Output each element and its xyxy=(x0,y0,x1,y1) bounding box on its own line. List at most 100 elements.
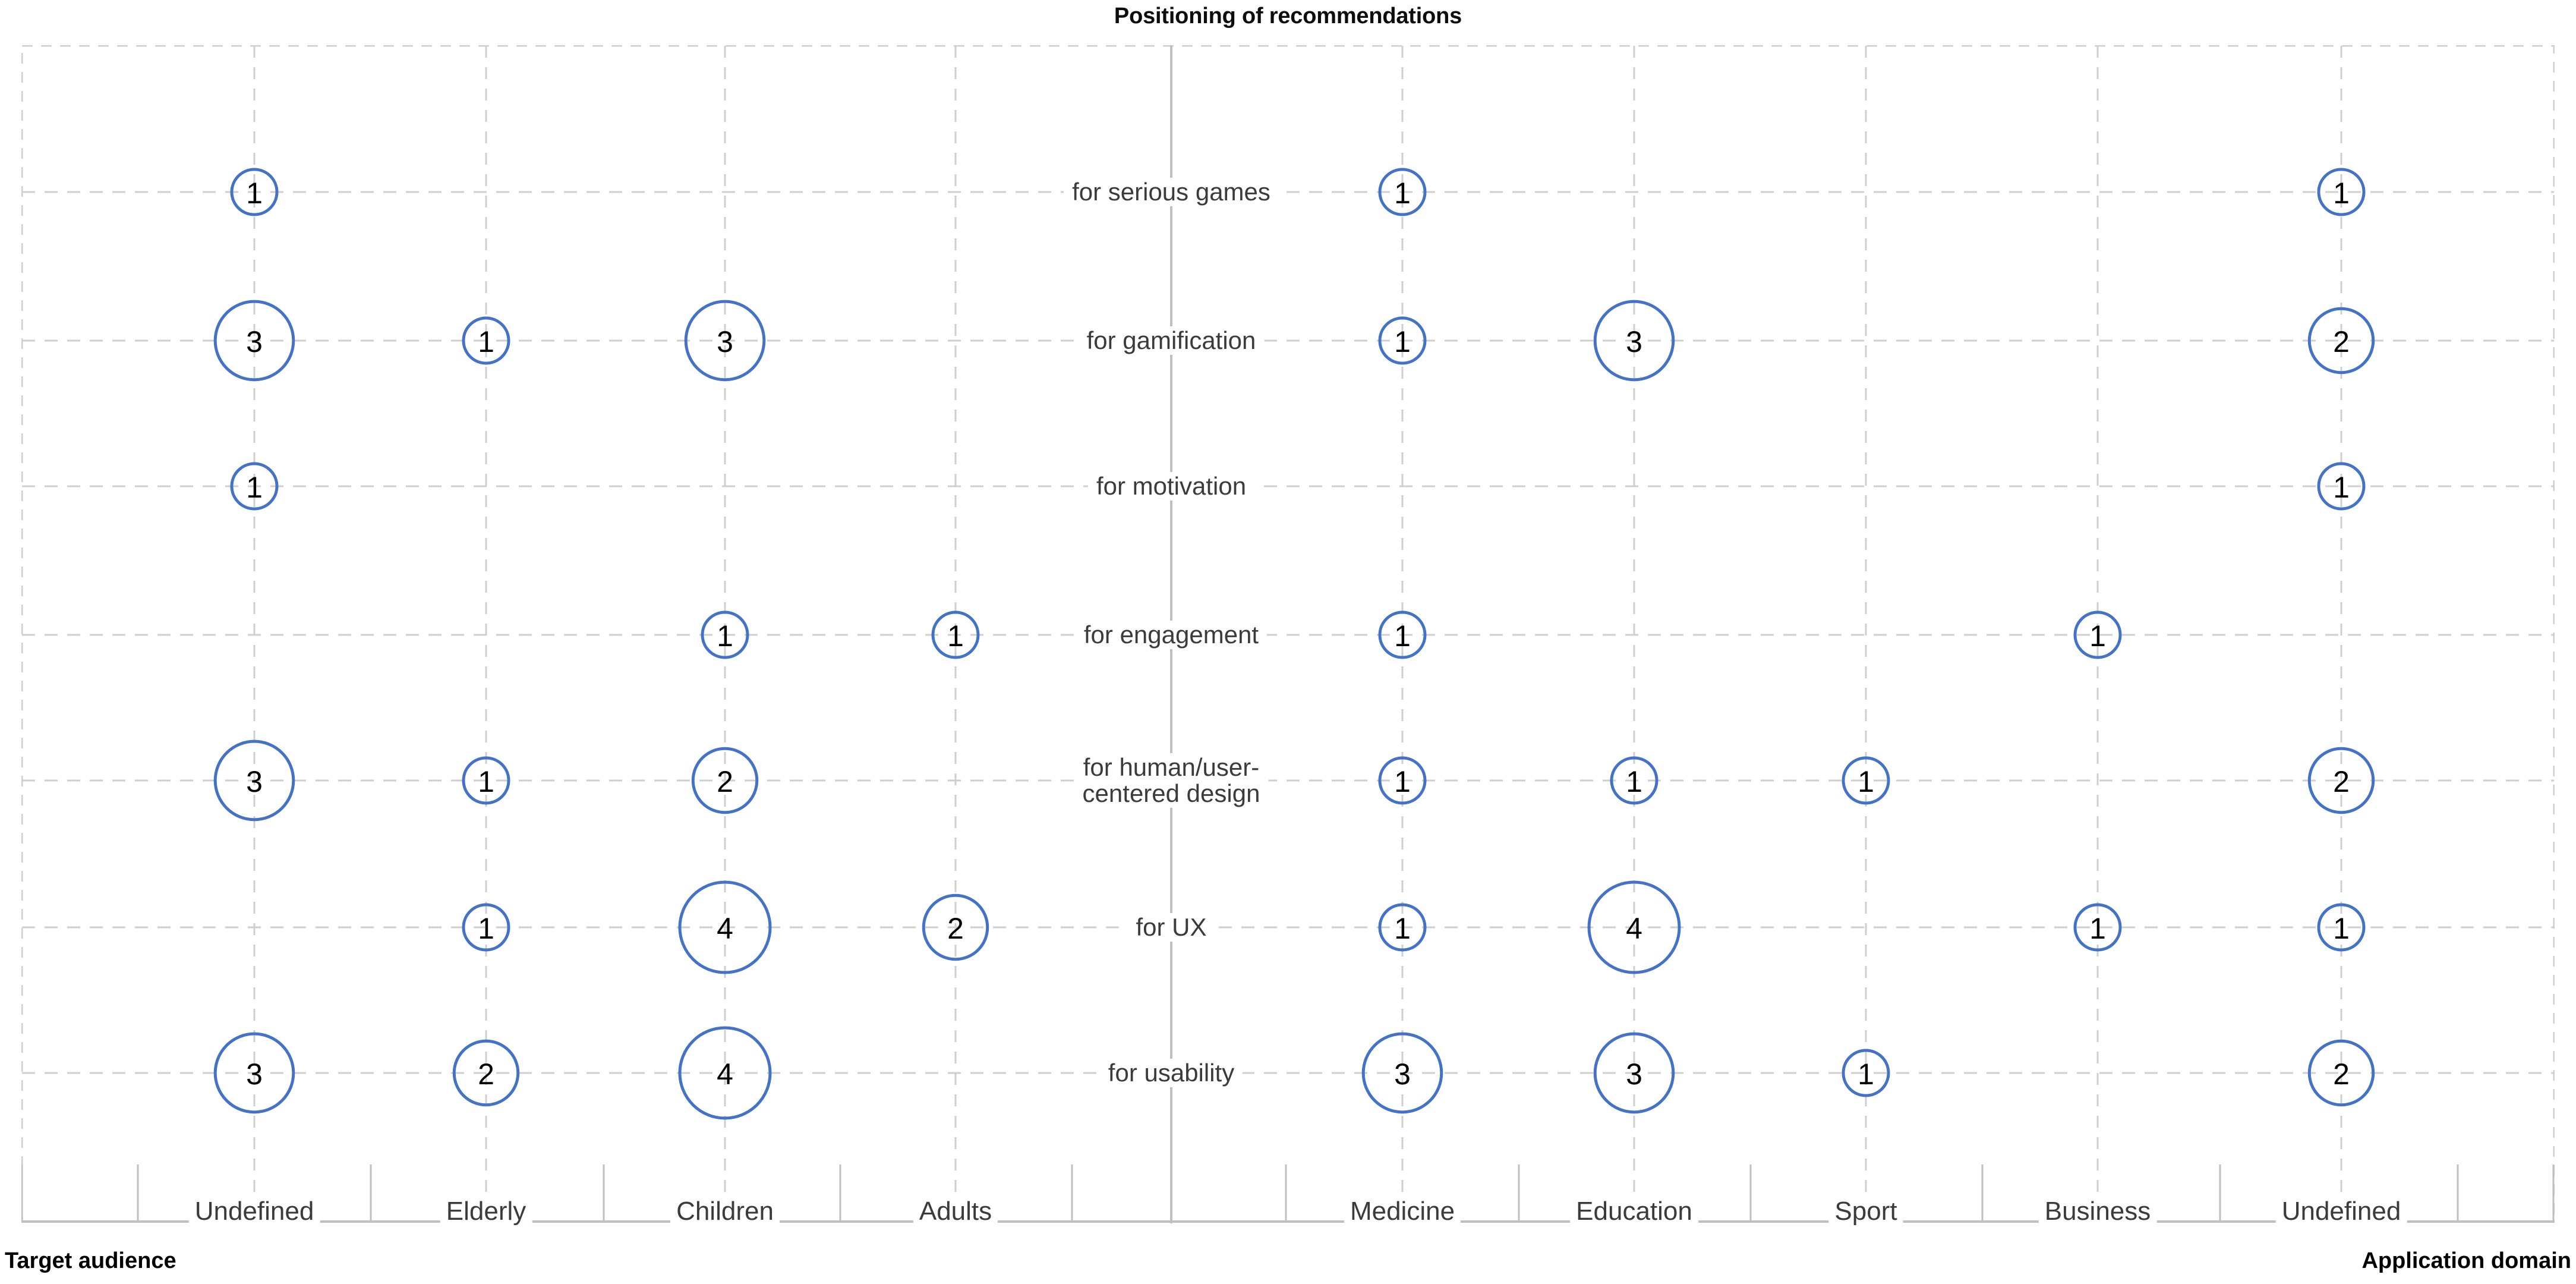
category-label-left-0: Undefined xyxy=(188,1197,320,1226)
bubble-circle xyxy=(213,300,295,382)
bubble-circle xyxy=(462,316,510,365)
bubble-value: 4 xyxy=(1626,912,1642,945)
row-label-6: for usability xyxy=(1099,1058,1243,1088)
bubble-value: 1 xyxy=(478,912,494,945)
bubble-value: 1 xyxy=(947,619,964,653)
bubble-value: 1 xyxy=(1858,765,1874,798)
bubble-right-6-2: 1 xyxy=(1842,1049,1890,1097)
bubble-value: 2 xyxy=(947,912,964,945)
bubble-circle xyxy=(213,1032,295,1114)
bubble-value: 1 xyxy=(1394,912,1411,945)
bubble-value: 3 xyxy=(717,325,733,358)
bubble-value: 3 xyxy=(1394,1058,1411,1091)
bubble-value: 1 xyxy=(1394,325,1411,358)
bubble-circle xyxy=(1378,756,1427,805)
bubble-value: 3 xyxy=(1626,325,1642,358)
bubble-right-6-0: 3 xyxy=(1361,1032,1443,1114)
bubble-value: 3 xyxy=(1626,1058,1642,1091)
bubble-value: 1 xyxy=(2089,912,2106,945)
bubble-value: 4 xyxy=(717,912,733,945)
bubble-value: 3 xyxy=(246,1058,263,1091)
bubble-circle xyxy=(2317,462,2366,511)
category-label-left-3: Adults xyxy=(913,1197,998,1226)
bubble-right-1-4: 2 xyxy=(2307,307,2375,374)
bubble-circle xyxy=(230,462,279,511)
bubble-value: 4 xyxy=(717,1058,733,1091)
axis-title-application-domain: Application domain xyxy=(2361,1248,2571,1273)
bubble-left-5-2: 4 xyxy=(678,880,772,974)
bubble-left-5-1: 1 xyxy=(462,903,510,952)
bubble-value: 1 xyxy=(478,325,494,358)
bubble-circle xyxy=(1378,903,1427,952)
category-label-right-1: Education xyxy=(1570,1197,1698,1226)
bubble-value: 3 xyxy=(246,325,263,358)
bubble-circle xyxy=(1842,1049,1890,1097)
bubble-circle xyxy=(678,880,772,974)
category-label-left-1: Elderly xyxy=(440,1197,532,1226)
bubble-circle xyxy=(2073,610,2122,659)
bubble-circle xyxy=(701,610,749,659)
bubble-left-6-1: 2 xyxy=(452,1039,520,1107)
bubble-right-3-0: 1 xyxy=(1378,610,1427,659)
bubble-right-6-4: 2 xyxy=(2307,1039,2375,1107)
bubble-value: 1 xyxy=(1394,765,1411,798)
bubble-circle xyxy=(462,756,510,805)
bubble-left-2-0: 1 xyxy=(230,462,279,511)
bubble-left-6-0: 3 xyxy=(213,1032,295,1114)
bubble-value: 1 xyxy=(2333,912,2350,945)
bubble-value: 1 xyxy=(1858,1058,1874,1091)
bubble-circle xyxy=(1593,300,1675,382)
bubble-value: 2 xyxy=(717,765,733,798)
bubble-left-4-0: 3 xyxy=(213,739,295,822)
bubble-right-4-0: 1 xyxy=(1378,756,1427,805)
category-label-right-3: Business xyxy=(2038,1197,2157,1226)
category-label-right-4: Undefined xyxy=(2275,1197,2407,1226)
bubble-circle xyxy=(2307,747,2375,814)
bubble-value: 2 xyxy=(2333,325,2350,358)
bubble-circle xyxy=(1610,756,1659,805)
bubble-circle xyxy=(1361,1032,1443,1114)
bubble-circle xyxy=(1593,1032,1675,1114)
bubble-value: 2 xyxy=(478,1058,494,1091)
bubble-right-2-4: 1 xyxy=(2317,462,2366,511)
axis-title-target-audience: Target audience xyxy=(5,1248,176,1273)
bubble-right-1-0: 1 xyxy=(1378,316,1427,365)
bubble-right-4-4: 2 xyxy=(2307,747,2375,814)
bubble-circle xyxy=(2307,1039,2375,1107)
bubble-value: 1 xyxy=(717,619,733,653)
bubble-circle xyxy=(1842,756,1890,805)
bubble-left-5-3: 2 xyxy=(922,893,989,961)
bubble-left-1-2: 3 xyxy=(684,300,766,382)
bubble-value: 1 xyxy=(2089,619,2106,653)
bubble-circle xyxy=(1587,880,1681,974)
bubble-circle xyxy=(2307,307,2375,374)
bubble-left-4-2: 2 xyxy=(691,747,759,814)
bubble-circle xyxy=(922,893,989,961)
bubble-circle xyxy=(230,168,279,216)
bubble-circle xyxy=(462,903,510,952)
bubble-left-1-0: 3 xyxy=(213,300,295,382)
category-label-left-2: Children xyxy=(670,1197,780,1226)
bubble-right-5-4: 1 xyxy=(2317,903,2366,952)
bubble-left-1-1: 1 xyxy=(462,316,510,365)
bubble-left-4-1: 1 xyxy=(462,756,510,805)
bubble-value: 1 xyxy=(1394,619,1411,653)
row-label-1: for gamification xyxy=(1078,326,1265,355)
bubble-circle xyxy=(452,1039,520,1107)
bubble-right-5-1: 4 xyxy=(1587,880,1681,974)
bubble-value: 2 xyxy=(2333,765,2350,798)
bubble-circle xyxy=(931,610,980,659)
chart-title: Positioning of recommendations xyxy=(1114,4,1462,29)
bubble-circle xyxy=(2317,168,2366,216)
bubble-right-4-2: 1 xyxy=(1842,756,1890,805)
row-label-4: for human/user-centered design xyxy=(1074,753,1269,808)
bubble-left-0-0: 1 xyxy=(230,168,279,216)
bubble-value: 2 xyxy=(2333,1058,2350,1091)
bubble-value: 1 xyxy=(478,765,494,798)
bubble-value: 1 xyxy=(2333,471,2350,504)
bubble-right-5-0: 1 xyxy=(1378,903,1427,952)
row-label-5: for UX xyxy=(1127,912,1215,942)
